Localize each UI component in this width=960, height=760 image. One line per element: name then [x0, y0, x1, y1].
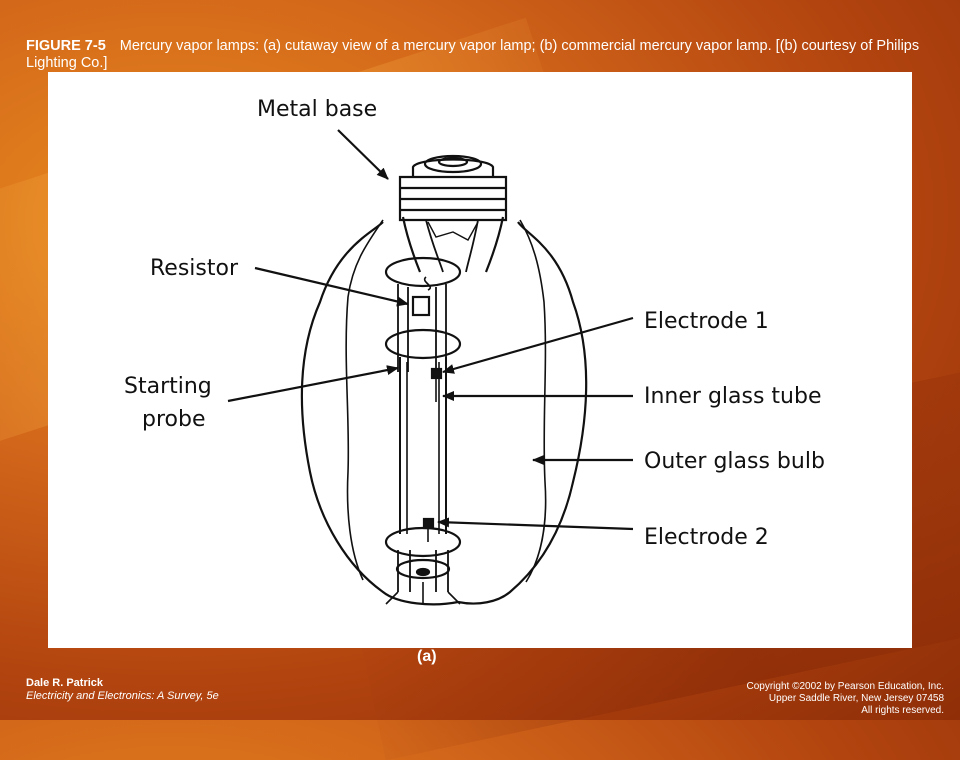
label-resistor: Resistor: [150, 256, 239, 281]
label-electrode-1: Electrode 1: [644, 309, 769, 334]
book-title: Electricity and Electronics: A Survey, 5…: [26, 690, 219, 702]
mercury-lamp-diagram: Metal base Resistor Electrode 1 Starting…: [124, 97, 825, 606]
diagram-panel: Metal base Resistor Electrode 1 Starting…: [48, 72, 912, 648]
author-block: Dale R. Patrick Electricity and Electron…: [26, 677, 219, 703]
neck: [401, 216, 505, 273]
stem: [425, 219, 479, 273]
copyright-line: Upper Saddle River, New Jersey 07458: [768, 693, 944, 704]
lamp-drawing: [300, 154, 588, 606]
lower-disc: [395, 558, 451, 580]
upper-tube-cap: [384, 328, 462, 360]
leader-electrode-2: [437, 517, 634, 531]
label-starting-probe-line1: Starting: [124, 374, 212, 399]
leader-electrode-1: [442, 316, 634, 374]
upper-disc: [384, 256, 462, 288]
label-electrode-2: Electrode 2: [644, 525, 769, 550]
figure-number: FIGURE 7-5: [26, 38, 106, 54]
metal-base: [398, 154, 508, 222]
leader-resistor: [254, 266, 409, 307]
label-outer-glass-bulb: Outer glass bulb: [644, 449, 825, 474]
outer-glass-bulb: [300, 221, 588, 606]
label-metal-base: Metal base: [257, 97, 377, 122]
leader-metal-base: [337, 129, 389, 180]
copyright-line: Copyright ©2002 by Pearson Education, In…: [746, 681, 945, 692]
electrode-1: [430, 367, 443, 380]
electrode-2: [422, 517, 435, 530]
label-starting-probe-line2: probe: [142, 407, 206, 432]
leader-starting-probe: [227, 365, 399, 403]
copyright-block: Copyright ©2002 by Pearson Education, In…: [747, 681, 945, 717]
inner-envelope: [345, 219, 547, 583]
copyright-line: All rights reserved.: [861, 705, 944, 716]
panel-sublabel: (a): [417, 648, 437, 665]
lower-tube-cap: [384, 526, 462, 558]
inner-glass-tube: [399, 357, 447, 534]
caption-text: Mercury vapor lamps: (a) cutaway view of…: [26, 38, 920, 71]
author-name: Dale R. Patrick: [26, 677, 104, 689]
label-inner-glass-tube: Inner glass tube: [644, 384, 822, 409]
resistor-element: [411, 295, 431, 317]
leader-lines: [227, 129, 634, 531]
